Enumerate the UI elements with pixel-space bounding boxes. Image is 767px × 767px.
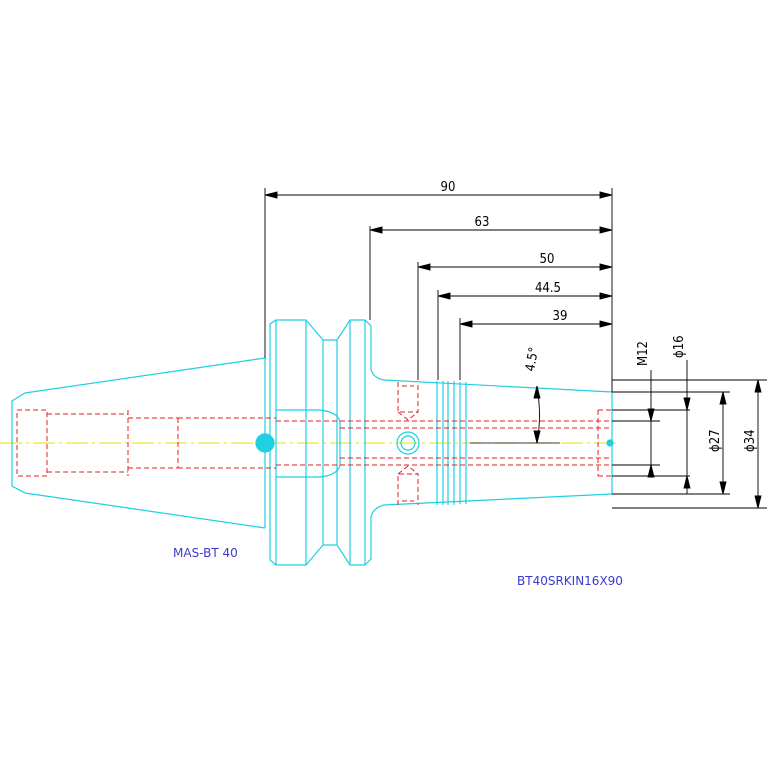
- tool-holder-outline: [11, 319, 614, 566]
- dim-length-63: 63: [475, 215, 490, 230]
- dim-dia-16: ϕ16: [672, 335, 687, 358]
- dim-dia-34: ϕ34: [743, 429, 758, 452]
- dim-overall-length: 90: [441, 180, 456, 195]
- dim-thread: M12: [636, 341, 651, 366]
- dim-length-44-5: 44.5: [535, 281, 561, 296]
- dim-taper-angle: 4.5°: [523, 346, 542, 373]
- dimension-lines: [264, 188, 767, 509]
- part-number-label: BT40SRKIN16X90: [517, 574, 623, 588]
- shank-standard-label: MAS-BT 40: [173, 546, 238, 560]
- hidden-lines: [16, 382, 612, 505]
- dim-length-50: 50: [540, 252, 555, 267]
- dim-dia-27: ϕ27: [708, 429, 723, 452]
- dim-length-39: 39: [553, 309, 568, 324]
